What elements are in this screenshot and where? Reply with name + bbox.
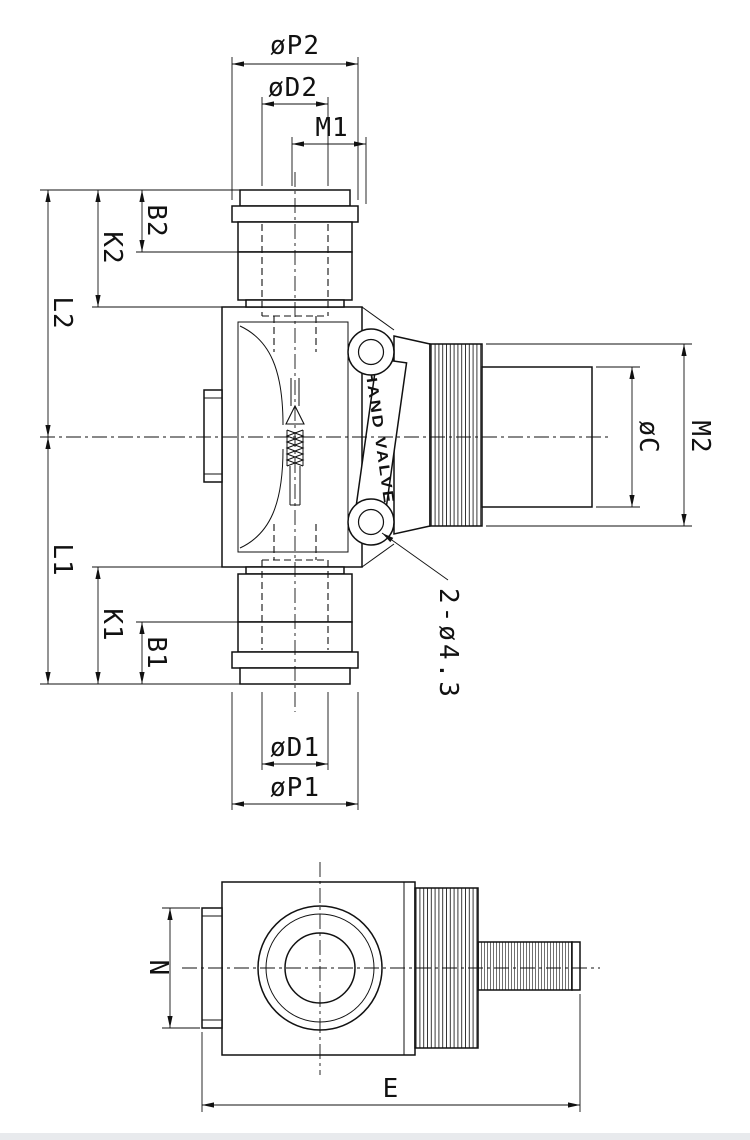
dim-label-m2: M2 <box>685 420 715 453</box>
dimension-p1: øP1 <box>231 692 359 810</box>
dimension-p2: øP2 <box>231 31 359 200</box>
dim-label-m1: M1 <box>315 113 348 143</box>
dimension-n: N <box>143 907 200 1029</box>
mounting-hole-bottom <box>357 508 385 536</box>
dimension-m1: M1 <box>291 113 367 204</box>
dim-label-p2: øP2 <box>270 31 320 61</box>
mounting-hole-top <box>357 338 385 366</box>
dim-label-b2: B2 <box>141 204 171 237</box>
dimension-l2: L2 <box>45 190 77 437</box>
top-push-fitting <box>231 189 359 308</box>
dimension-d1: øD1 <box>261 692 329 770</box>
hidden-lines <box>261 224 329 650</box>
dim-label-e: E <box>383 1074 400 1104</box>
dimension-c: øC <box>596 366 663 508</box>
dim-label-p1: øP1 <box>270 773 320 803</box>
dim-label-d1: øD1 <box>270 733 320 763</box>
callout-label-holes: 2-ø4.3 <box>433 588 463 700</box>
page-edge <box>0 1133 750 1140</box>
dim-label-b1: B1 <box>141 636 171 669</box>
dim-label-k2: K2 <box>97 231 127 264</box>
dimension-b1: B1 <box>139 622 171 684</box>
dimension-e: E <box>201 994 581 1112</box>
dim-label-c: øC <box>633 420 663 453</box>
dimension-b2: B2 <box>139 190 171 252</box>
stem-tube <box>477 941 573 991</box>
dimension-k2: K2 <box>95 190 127 307</box>
dimension-k1: K1 <box>95 567 127 684</box>
dim-label-l1: L1 <box>47 543 77 576</box>
dimension-d2: øD2 <box>261 73 329 186</box>
left-boss <box>203 389 223 483</box>
dim-label-l2: L2 <box>47 296 77 329</box>
male-thread <box>429 343 483 527</box>
dim-label-d2: øD2 <box>268 73 318 103</box>
dimension-m2: M2 <box>486 343 715 527</box>
bottom-view: N E <box>143 862 600 1112</box>
callout-mounting-holes: 2-ø4.3 <box>381 532 463 700</box>
stem-tube-end <box>571 941 581 991</box>
dim-label-k1: K1 <box>97 608 127 641</box>
front-view: HAND VALVE øP2 <box>40 31 715 810</box>
valve-internals <box>239 325 305 549</box>
dim-label-n: N <box>143 960 173 977</box>
dimension-l1: L1 <box>45 437 77 684</box>
